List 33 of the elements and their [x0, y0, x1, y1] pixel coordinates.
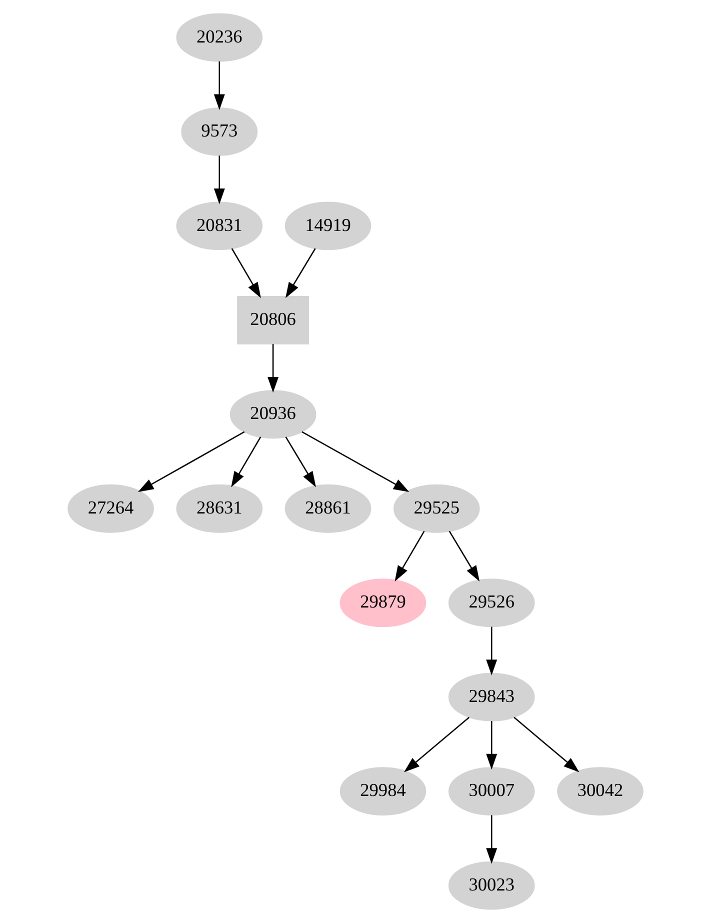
- node-ellipse: 14919: [284, 202, 372, 250]
- arrow: [404, 716, 470, 772]
- node-ellipse: 30007: [448, 767, 535, 816]
- arrow: [231, 248, 261, 298]
- arrow: [268, 344, 279, 393]
- arrow: [214, 156, 225, 204]
- arrow: [514, 716, 580, 772]
- arrow: [285, 436, 316, 488]
- node-ellipse: 9573: [181, 107, 258, 156]
- node-ellipse: 20936: [230, 390, 316, 439]
- node-ellipse: 29879: [340, 578, 426, 628]
- node-ellipse: 27264: [68, 484, 154, 533]
- node-ellipse: 30023: [448, 861, 535, 910]
- arrow: [486, 815, 498, 864]
- arrow: [448, 530, 480, 582]
- node-ellipse: 29526: [448, 578, 535, 628]
- node-ellipse: 29843: [448, 672, 535, 722]
- node-ellipse: 29525: [393, 484, 480, 533]
- arrow: [394, 530, 425, 582]
- node-ellipse: 28631: [176, 484, 263, 533]
- node-ellipse: 20236: [176, 13, 263, 62]
- arrow: [285, 248, 316, 298]
- arrow: [486, 626, 498, 676]
- node-box: 20806: [237, 296, 310, 344]
- node-ellipse: 20831: [176, 202, 263, 250]
- node-ellipse: 29984: [340, 767, 426, 816]
- arrow: [302, 431, 410, 492]
- node-ellipse: 28861: [284, 484, 372, 533]
- arrow: [214, 61, 225, 110]
- arrow: [138, 431, 245, 492]
- arrow: [486, 721, 498, 770]
- arrow: [231, 436, 262, 488]
- node-ellipse: 30042: [557, 767, 644, 816]
